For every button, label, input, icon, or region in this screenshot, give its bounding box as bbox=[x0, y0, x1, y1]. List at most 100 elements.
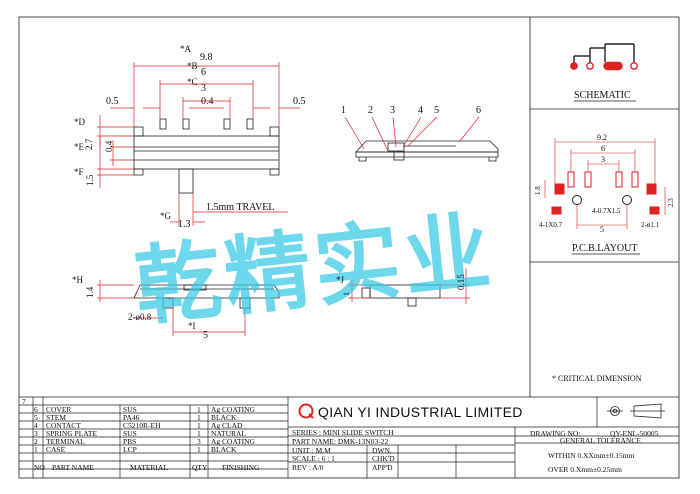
bom-finishing: BLACK bbox=[211, 445, 237, 454]
bom-part: CONTACT bbox=[46, 421, 81, 430]
bom-qty: 3 bbox=[197, 437, 201, 446]
dim-e-value: 2.7 bbox=[84, 138, 94, 150]
bom-no: 4 bbox=[34, 421, 38, 430]
dwn-label: DWN. bbox=[372, 446, 392, 455]
series-label: SERIES : MINI SLIDE SWITCH bbox=[292, 428, 394, 437]
bom-material: SUS bbox=[123, 405, 137, 414]
bom-header-part: PART NAME bbox=[52, 463, 94, 472]
dim-c-value: 3 bbox=[201, 83, 206, 94]
unit-label: UNIT : M.M bbox=[292, 446, 331, 455]
bom-qty: 1 bbox=[197, 429, 201, 438]
bom-material: PBS bbox=[123, 437, 137, 446]
dim-a-value: 9.8 bbox=[200, 52, 213, 63]
bom-no: 1 bbox=[34, 445, 38, 454]
bom-material: PA46 bbox=[123, 413, 140, 422]
tolerance-over: OVER 0.Xmm±0.25mm bbox=[548, 465, 622, 474]
callout-leaders bbox=[344, 116, 480, 152]
bom-part: TERMINAL bbox=[46, 437, 85, 446]
bom-material: LCP bbox=[123, 445, 137, 454]
critical-note: * CRITICAL DIMENSION bbox=[552, 374, 642, 383]
pcb-span: 5 bbox=[600, 225, 604, 234]
schematic-symbol bbox=[570, 43, 638, 71]
drawing-no-label: DRAWING NO: bbox=[530, 429, 581, 438]
dim-a-label: *A bbox=[180, 44, 191, 54]
tolerance-title: GENERAL TOLERANCE bbox=[560, 436, 641, 445]
callout-4: 4 bbox=[418, 105, 423, 116]
dim-i-label: *I bbox=[188, 321, 196, 331]
pcb-height-left: 1.8 bbox=[534, 186, 542, 195]
bom-header-material: MATERIAL bbox=[130, 463, 168, 472]
bom-qty: 1 bbox=[197, 413, 201, 422]
callout-6: 6 bbox=[476, 105, 481, 116]
callout-5: 5 bbox=[434, 105, 439, 116]
bom-no: 6 bbox=[34, 405, 38, 414]
pcb-width-mid: 6 bbox=[601, 144, 605, 153]
pcb-width-inner: 3 bbox=[601, 155, 605, 164]
bom-finishing: BLACK bbox=[211, 413, 237, 422]
company-name: QIAN YI INDUSTRIAL LIMITED bbox=[318, 404, 523, 420]
dim-gap-left: 0.5 bbox=[106, 96, 119, 107]
pcb-title: P.C.B.LAYOUT bbox=[572, 243, 638, 254]
bom-grid bbox=[19, 397, 679, 478]
callout-2: 2 bbox=[368, 105, 373, 116]
bom-part: CASE bbox=[46, 445, 66, 454]
callout-1: 1 bbox=[341, 105, 346, 116]
dim-b-value: 6 bbox=[201, 67, 206, 78]
pcb-round-hole: 2-ø1.1 bbox=[641, 221, 660, 229]
bom-qty: 1 bbox=[197, 405, 201, 414]
pcb-dims bbox=[544, 138, 666, 229]
appd-label: APP'D bbox=[372, 463, 393, 472]
dim-b-label: *B bbox=[187, 61, 198, 71]
side-dim-value: 0.15 bbox=[456, 274, 466, 290]
pcb-width-total: 9.2 bbox=[597, 133, 607, 142]
schematic-title: SCHEMATIC bbox=[574, 90, 631, 101]
dim-e-label: *E bbox=[74, 142, 84, 152]
scale-label: SCALE : 6 : 1 bbox=[292, 454, 335, 463]
callout-3: 3 bbox=[390, 105, 395, 116]
bom-qty: 1 bbox=[197, 445, 201, 454]
bom-finishing: Ag CLAD bbox=[211, 421, 243, 430]
dim-f-label: *F bbox=[74, 167, 84, 177]
bom-header-no: NO bbox=[34, 463, 45, 472]
bom-material: SUS bbox=[123, 429, 137, 438]
dim-e-sub: 0.4 bbox=[104, 140, 114, 152]
bom-finishing: NATURAL bbox=[211, 429, 246, 438]
outer-frame bbox=[18, 16, 680, 479]
pcb-hole-size: 4-1X0.7 bbox=[539, 221, 563, 229]
bom-header-finishing: FINISHING bbox=[222, 463, 260, 472]
dim-h-label: *H bbox=[72, 275, 83, 285]
dim-d-label: *D bbox=[74, 117, 85, 127]
bom-part: COVER bbox=[46, 405, 72, 414]
dim-g-label: *G bbox=[160, 211, 171, 221]
tolerance-within: WITHIN 0.XXmm±0.15mm bbox=[548, 451, 635, 460]
dim-g-value: 1.3 bbox=[178, 219, 191, 230]
pcb-pad-size: 4-0.7X1.5 bbox=[592, 207, 621, 215]
top-view bbox=[133, 118, 280, 194]
dim-c-label: *C bbox=[187, 77, 198, 87]
hole-dim: 2-ø0.8 bbox=[128, 312, 152, 322]
bom-no: 2 bbox=[34, 437, 38, 446]
end-view-dims bbox=[348, 268, 470, 304]
projection-symbol bbox=[607, 403, 665, 419]
bom-finishing: Ag COATING bbox=[211, 437, 255, 446]
top-view-dims bbox=[97, 62, 300, 226]
company-logo bbox=[298, 403, 314, 419]
dim-gap-mid: 0.4 bbox=[201, 96, 214, 107]
dim-h-value: 1.4 bbox=[85, 286, 95, 298]
dim-j-label: *J bbox=[336, 275, 345, 285]
drawing-no: QY-ENL-50005 bbox=[610, 429, 659, 438]
revision-number: 7 bbox=[22, 397, 26, 406]
bom-no: 3 bbox=[34, 429, 38, 438]
bom-material: C5210R-EH bbox=[123, 421, 161, 430]
dim-f-value: 1.5 bbox=[85, 174, 95, 186]
bom-part: SPRING PLATE bbox=[46, 429, 98, 438]
bom-finishing: Ag COATING bbox=[211, 405, 255, 414]
front-view-dims bbox=[97, 280, 246, 336]
bom-qty: 1 bbox=[197, 421, 201, 430]
dim-j-value: 1 bbox=[342, 292, 351, 296]
front-view bbox=[133, 284, 280, 309]
bom-no: 5 bbox=[34, 413, 38, 422]
chkd-label: CHK'D bbox=[372, 454, 395, 463]
